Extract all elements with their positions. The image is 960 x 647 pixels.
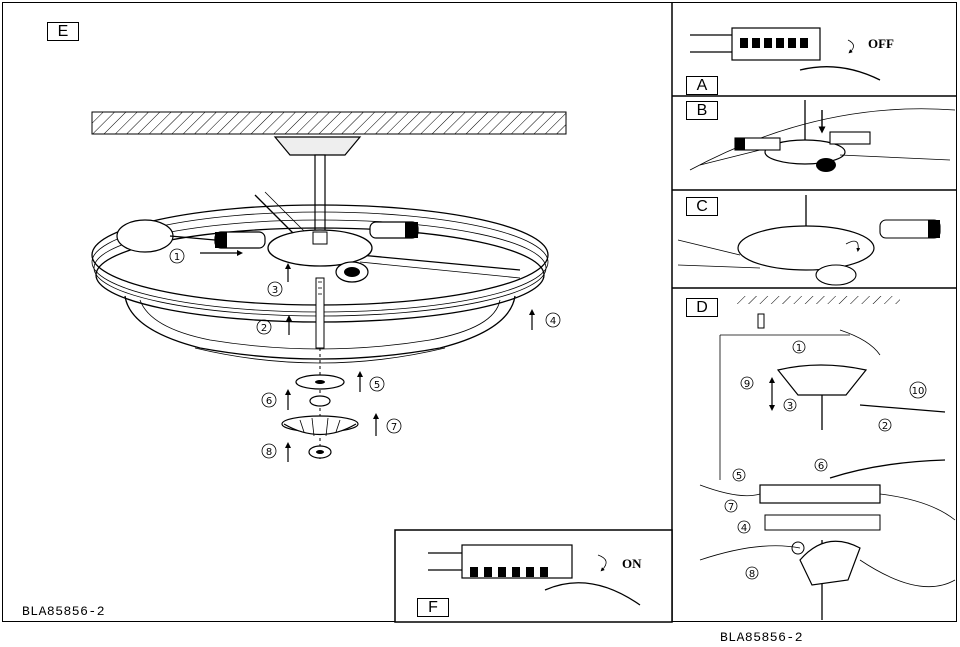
svg-text:4: 4 <box>741 523 747 534</box>
step-marker-d-6: 6 <box>814 458 828 472</box>
svg-text:8: 8 <box>749 569 755 580</box>
step-marker-4: 4 <box>545 312 561 328</box>
panel-label-c: C <box>686 197 718 216</box>
svg-text:3: 3 <box>272 285 278 296</box>
svg-text:4: 4 <box>550 316 556 327</box>
panel-d-illustration <box>699 296 956 620</box>
document-code-bottom: BLA85856-2 <box>720 630 804 645</box>
step-marker-2: 2 <box>256 319 272 335</box>
panel-label-a: A <box>686 76 718 95</box>
step-marker-5: 5 <box>369 376 385 392</box>
step-marker-7: 7 <box>386 418 402 434</box>
threaded-rod <box>315 277 325 349</box>
document-code-left: BLA85856-2 <box>22 604 106 619</box>
panel-label-b: B <box>686 101 718 120</box>
svg-text:5: 5 <box>736 471 742 482</box>
hand-icon <box>799 66 881 81</box>
svg-text:9: 9 <box>744 379 750 390</box>
panel-label-d: D <box>686 298 718 317</box>
switch-state-on: ON <box>622 556 642 571</box>
step-marker-d-1: 1 <box>792 340 806 354</box>
step-marker-1: 1 <box>169 248 185 264</box>
panel-b-illustration <box>689 100 956 172</box>
terminal-block-d <box>759 484 881 504</box>
glass-bowl <box>124 295 516 360</box>
step-marker-d-7: 7 <box>724 499 738 513</box>
ceiling-canopy <box>273 136 362 156</box>
svg-text:7: 7 <box>391 422 397 433</box>
svg-text:6: 6 <box>818 461 824 472</box>
step-marker-d-9: 9 <box>740 376 754 390</box>
svg-text:6: 6 <box>266 396 272 407</box>
panel-c-illustration <box>677 195 941 286</box>
svg-text:7: 7 <box>728 502 734 513</box>
step-marker-8: 8 <box>261 443 277 459</box>
svg-text:3: 3 <box>787 401 793 412</box>
ceiling <box>91 111 567 135</box>
step-marker-d-2: 2 <box>878 418 892 432</box>
svg-text:2: 2 <box>261 323 267 334</box>
panel-label-e: E <box>47 22 79 41</box>
terminal-block-a <box>690 27 881 81</box>
switch-state-off: OFF <box>868 36 894 51</box>
step-marker-d-8: 8 <box>745 566 759 580</box>
step-marker-3: 3 <box>267 281 283 297</box>
svg-text:1: 1 <box>174 252 180 263</box>
panel-label-f: F <box>417 598 449 617</box>
step-marker-d-4: 4 <box>737 520 751 534</box>
svg-text:8: 8 <box>266 447 272 458</box>
light-bulb <box>116 219 174 253</box>
lamp-hub <box>267 229 373 267</box>
svg-text:1: 1 <box>796 343 802 354</box>
step-marker-d-10: 10 <box>909 381 927 399</box>
terminal-block-f <box>428 544 641 606</box>
suspension-rod <box>314 154 326 241</box>
hand-icon <box>544 582 641 606</box>
step-marker-d-5: 5 <box>732 468 746 482</box>
nut <box>309 395 331 407</box>
svg-text:5: 5 <box>374 380 380 391</box>
svg-text:2: 2 <box>882 421 888 432</box>
step-marker-6: 6 <box>261 392 277 408</box>
svg-text:10: 10 <box>912 386 925 397</box>
step-marker-d-3: 3 <box>783 398 797 412</box>
